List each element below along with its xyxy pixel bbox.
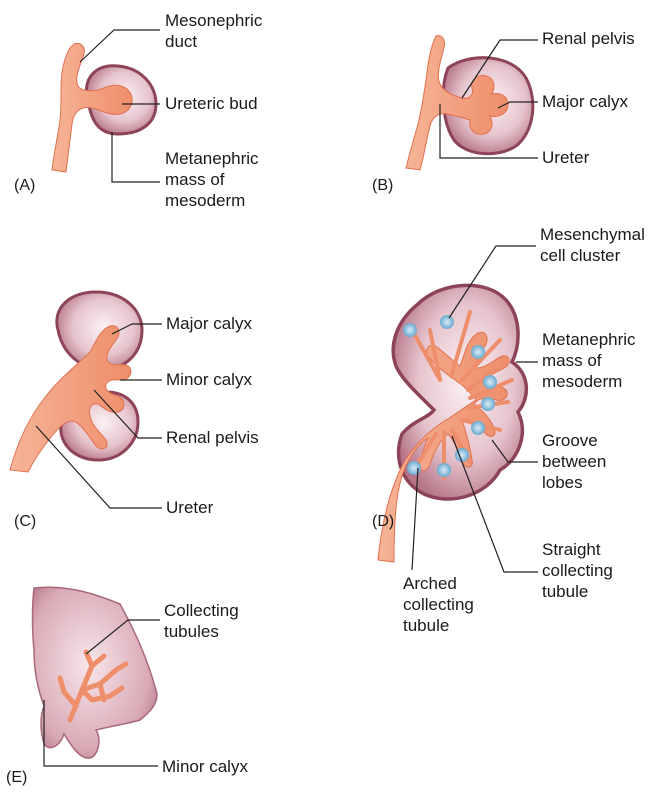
label-c-major-calyx: Major calyx bbox=[166, 313, 252, 334]
panel-d-artwork bbox=[378, 285, 526, 562]
label-a-ureteric-bud: Ureteric bud bbox=[165, 93, 258, 114]
label-b-major-calyx: Major calyx bbox=[542, 91, 628, 112]
panel-e-lobe-section bbox=[33, 587, 157, 758]
label-d-mesenchymal-cluster: Mesenchymal cell cluster bbox=[540, 224, 645, 266]
label-d-straight-tubule: Straight collecting tubule bbox=[542, 539, 613, 602]
label-e-minor-calyx: Minor calyx bbox=[162, 756, 248, 777]
label-d-groove: Groove between lobes bbox=[542, 430, 606, 493]
label-b-ureter: Ureter bbox=[542, 147, 589, 168]
panel-c-artwork bbox=[10, 292, 142, 472]
label-a-metanephric-mass: Metanephric mass of mesoderm bbox=[165, 148, 259, 211]
label-d-metanephric-mass: Metanephric mass of mesoderm bbox=[542, 329, 636, 392]
label-c-minor-calyx: Minor calyx bbox=[166, 369, 252, 390]
panel-letter-a: (A) bbox=[14, 176, 35, 196]
panel-e-artwork bbox=[33, 587, 157, 758]
cluster-8 bbox=[437, 463, 451, 477]
cluster-9 bbox=[407, 461, 421, 475]
panel-letter-b: (B) bbox=[372, 176, 393, 196]
cluster-3 bbox=[471, 345, 485, 359]
leader-a-metanephric-mass bbox=[112, 132, 160, 182]
cluster-5 bbox=[481, 397, 495, 411]
panel-b-artwork bbox=[406, 36, 533, 170]
label-d-arched-tubule: Arched collecting tubule bbox=[403, 573, 474, 636]
label-c-ureter: Ureter bbox=[166, 497, 213, 518]
leader-a-mesonephric-duct bbox=[80, 30, 160, 62]
cluster-2 bbox=[440, 315, 454, 329]
cluster-4 bbox=[483, 375, 497, 389]
panel-letter-c: (C) bbox=[14, 512, 36, 532]
panel-letter-e: (E) bbox=[6, 768, 27, 788]
cluster-6 bbox=[471, 421, 485, 435]
label-e-collecting-tubules: Collecting tubules bbox=[164, 600, 239, 642]
panel-a-artwork bbox=[52, 43, 156, 172]
label-a-mesonephric-duct: Mesonephric duct bbox=[165, 10, 262, 52]
label-c-renal-pelvis: Renal pelvis bbox=[166, 427, 259, 448]
label-b-renal-pelvis: Renal pelvis bbox=[542, 28, 635, 49]
cluster-1 bbox=[403, 323, 417, 337]
panel-a-mesonephric-duct bbox=[52, 43, 132, 172]
panel-letter-d: (D) bbox=[372, 512, 394, 532]
